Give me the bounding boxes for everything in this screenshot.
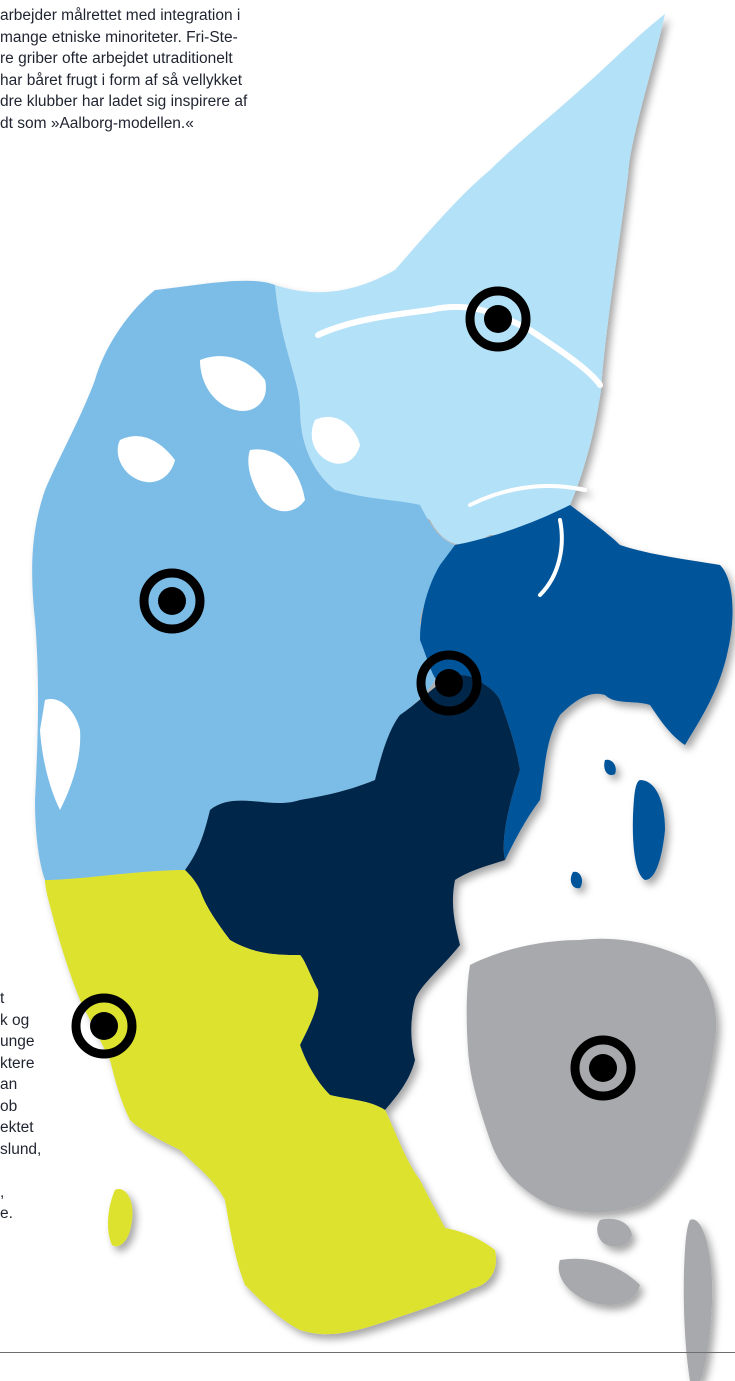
article-text-line: ktere (0, 1054, 35, 1072)
fjord-west-2 (200, 356, 266, 411)
article-text-line: arbejder målrettet med integration i (0, 7, 241, 24)
region-west (32, 280, 455, 881)
article-text-line: har båret frugt i form af så vellykket (0, 71, 243, 89)
target-marker-icon (71, 993, 137, 1059)
region-east (420, 505, 733, 860)
fjord-west-1 (117, 436, 175, 483)
article-text-line: an (0, 1076, 18, 1093)
region-south (45, 870, 470, 1335)
island-samso (632, 780, 665, 880)
article-text-line: t (0, 990, 5, 1007)
article-text-line: k og (0, 1011, 30, 1029)
fjord-north-2 (468, 483, 587, 507)
fjord-west-4 (40, 699, 81, 810)
bottom-divider (0, 1352, 735, 1353)
region-north (275, 14, 665, 545)
article-text-line: dre klubber har ladet sig inspirere af (0, 93, 248, 110)
article-text-line: slund, (0, 1140, 42, 1158)
island-taasinge (597, 1218, 632, 1247)
island-fano (108, 1189, 133, 1247)
target-marker-icon (416, 650, 482, 716)
fjord-west-5 (248, 449, 305, 512)
fjord-east (538, 518, 564, 597)
fjord-north (315, 303, 603, 388)
article-text-line: ektet (0, 1119, 34, 1136)
article-text-top: arbejder målrettet med integration i mang… (0, 5, 247, 134)
island-als (398, 1226, 496, 1290)
island-langeland (683, 1219, 713, 1381)
island-aero (558, 1258, 640, 1305)
article-text-bottom: t k og unge ktere an ob ektet slund, , e. (0, 988, 41, 1225)
target-marker-icon (570, 1035, 636, 1101)
article-text-line: ob (0, 1097, 18, 1115)
article-text-line: mange etniske minoriteter. Fri-Ste- (0, 28, 238, 46)
article-text-line: , (0, 1183, 5, 1201)
fjord-west-3 (311, 416, 360, 464)
article-text-line: unge (0, 1033, 35, 1050)
region-central (185, 675, 520, 1110)
island-small-1 (570, 871, 583, 889)
target-marker-icon (465, 286, 531, 352)
article-text-line: re griber ofte arbejdet utraditionelt (0, 50, 233, 67)
island-small-2 (604, 759, 616, 776)
article-text-line (0, 1160, 41, 1182)
article-text-line: e. (0, 1205, 13, 1222)
article-text-line: dt som »Aalborg-modellen.« (0, 114, 194, 132)
target-marker-icon (139, 568, 205, 634)
